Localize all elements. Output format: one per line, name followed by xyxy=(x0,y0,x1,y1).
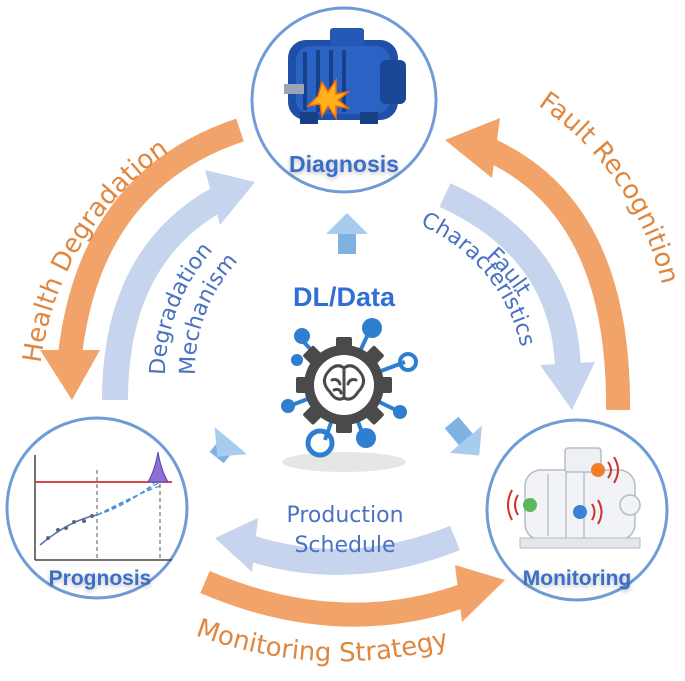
inner-arrow-degradation-mechanism xyxy=(102,170,255,401)
diagnosis-label: Diagnosis xyxy=(289,151,399,177)
diagnosis-node: Diagnosis xyxy=(250,6,438,194)
production-label: Production xyxy=(286,503,403,528)
brain-icon xyxy=(323,364,365,401)
center-title: DL/Data xyxy=(293,282,396,312)
outer-arrow-monitoring-strategy xyxy=(200,565,505,627)
monitoring-node: Monitoring xyxy=(485,418,669,602)
prognosis-label: Prognosis xyxy=(49,567,152,590)
inner-arrow-fault-characteristics xyxy=(439,183,595,410)
outer-arrow-health-degradation xyxy=(40,118,244,400)
electric-motor-icon xyxy=(284,28,406,124)
center-dl-data: DL/Data xyxy=(281,282,418,472)
monitoring-label: Monitoring xyxy=(523,567,631,590)
outer-arrow-fault-recognition xyxy=(445,118,631,411)
fault-spark-icon xyxy=(305,77,351,121)
center-arrow-up xyxy=(326,213,368,254)
prognosis-node: Prognosis xyxy=(5,416,189,600)
prognosis-chart-icon xyxy=(34,451,172,561)
center-arrow-left xyxy=(209,427,247,464)
center-arrow-right xyxy=(444,416,482,456)
schedule-label: Schedule xyxy=(294,533,395,558)
ai-brain-gear-icon xyxy=(281,318,418,472)
motor-sensor-icon xyxy=(507,447,641,549)
inner-arrow-production-schedule xyxy=(215,518,460,575)
